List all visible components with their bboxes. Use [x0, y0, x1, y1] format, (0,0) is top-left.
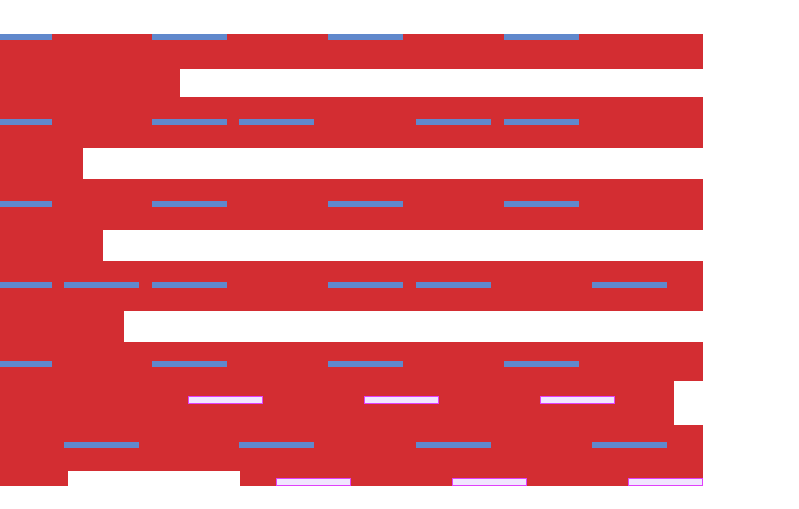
text-line-placeholder	[416, 442, 491, 448]
white-gap	[103, 230, 703, 261]
text-line-placeholder	[64, 442, 139, 448]
redaction-band	[0, 471, 68, 486]
text-line-placeholder	[0, 361, 52, 367]
redaction-band	[0, 148, 83, 179]
redaction-band	[0, 69, 180, 97]
text-line-placeholder	[0, 34, 52, 40]
text-line-placeholder	[152, 119, 227, 125]
white-gap	[124, 311, 703, 342]
text-line-placeholder	[0, 119, 52, 125]
text-line-placeholder	[152, 361, 227, 367]
text-line-placeholder	[592, 442, 667, 448]
text-line-placeholder	[504, 201, 579, 207]
white-gap	[68, 471, 240, 509]
text-line-placeholder	[504, 361, 579, 367]
text-line-placeholder	[504, 34, 579, 40]
text-line-placeholder	[592, 282, 667, 288]
text-line-placeholder	[328, 361, 403, 367]
text-line-placeholder	[416, 119, 491, 125]
text-line-placeholder	[64, 282, 139, 288]
redaction-band	[0, 230, 103, 261]
white-gap	[83, 148, 703, 179]
text-line-placeholder	[504, 119, 579, 125]
text-line-placeholder	[239, 119, 314, 125]
highlighted-line[interactable]	[276, 478, 351, 486]
text-line-placeholder	[328, 282, 403, 288]
text-line-placeholder	[416, 282, 491, 288]
text-line-placeholder	[0, 201, 52, 207]
text-line-placeholder	[152, 282, 227, 288]
highlighted-line[interactable]	[364, 396, 439, 404]
text-line-placeholder	[152, 201, 227, 207]
white-gap	[674, 381, 703, 425]
redaction-band	[0, 97, 703, 148]
redaction-band	[674, 342, 703, 381]
redaction-band	[674, 425, 703, 471]
redaction-band	[0, 311, 124, 342]
highlighted-line[interactable]	[452, 478, 527, 486]
text-line-placeholder	[328, 34, 403, 40]
text-line-placeholder	[239, 442, 314, 448]
highlighted-line[interactable]	[628, 478, 703, 486]
highlighted-line[interactable]	[188, 396, 263, 404]
highlighted-line[interactable]	[540, 396, 615, 404]
text-line-placeholder	[328, 201, 403, 207]
white-gap	[180, 69, 703, 97]
text-line-placeholder	[152, 34, 227, 40]
text-line-placeholder	[0, 282, 52, 288]
